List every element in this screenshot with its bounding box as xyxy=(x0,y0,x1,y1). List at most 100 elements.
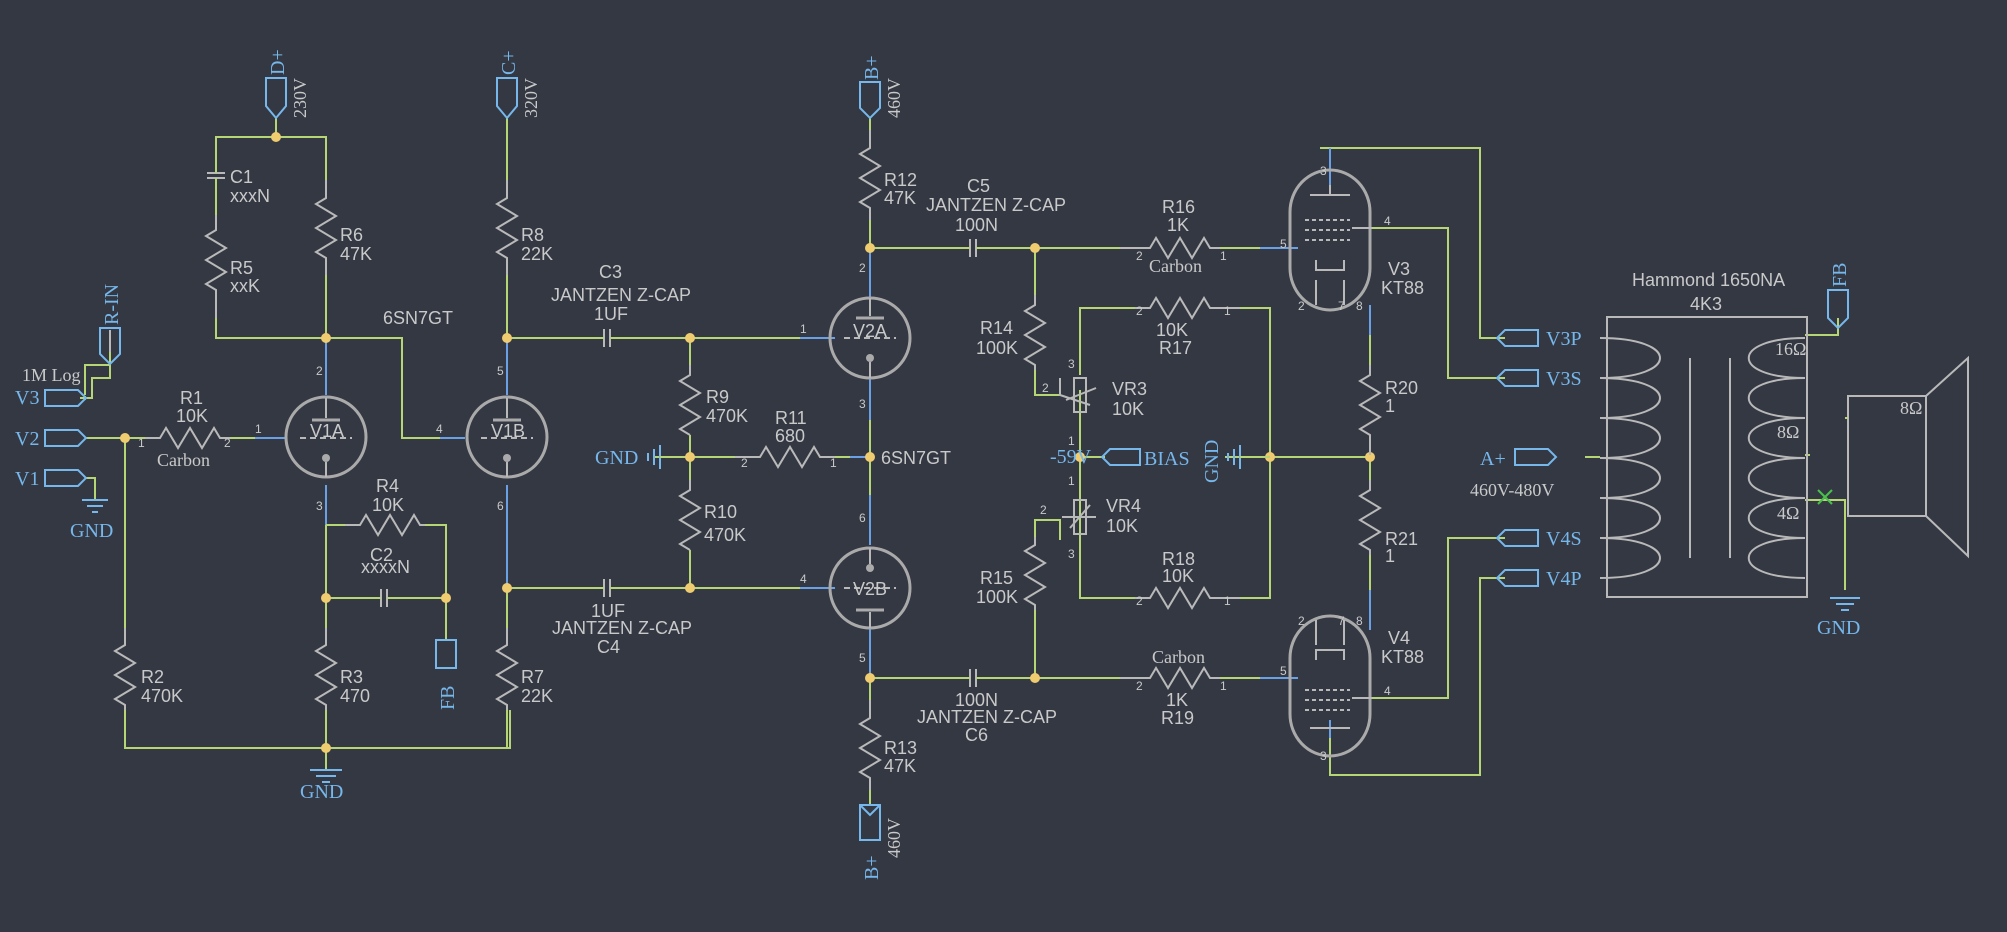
r19-ref: R19 xyxy=(1161,708,1194,728)
transformer-tap-8: 8Ω xyxy=(1777,422,1799,442)
r14-symbol xyxy=(1023,295,1047,370)
transformer-tap-4: 4Ω xyxy=(1777,503,1799,523)
r9-ref: R9 xyxy=(706,387,729,407)
v1b-ref: V1B xyxy=(491,421,525,441)
pin: 4 xyxy=(1384,684,1391,698)
r16-note: Carbon xyxy=(1149,256,1202,276)
r5-symbol xyxy=(204,215,228,318)
net-v3p: V3P xyxy=(1546,328,1582,350)
pin: 1 xyxy=(1068,474,1075,488)
pin: 2 xyxy=(1298,299,1305,313)
ground-symbols xyxy=(82,445,1860,783)
r12-ref: R12 xyxy=(884,170,917,190)
r8-value: 22K xyxy=(521,244,553,264)
r16-value: 1K xyxy=(1167,215,1189,235)
vr3-symbol xyxy=(1073,377,1087,413)
pin: 3 xyxy=(1068,547,1075,561)
pin: 6 xyxy=(497,499,504,513)
port-b-plus-bot xyxy=(859,804,881,817)
r6-symbol xyxy=(314,180,338,275)
pin: 2 xyxy=(1298,614,1305,628)
v2b-ref: V2B xyxy=(853,579,887,599)
r10-ref: R10 xyxy=(704,502,737,522)
junctions xyxy=(120,132,1375,753)
port-v3 xyxy=(44,389,88,407)
port-v4p xyxy=(1495,569,1539,587)
r3-value: 470 xyxy=(340,686,370,706)
tube-type-2: 6SN7GT xyxy=(881,448,951,468)
v4-type: KT88 xyxy=(1381,647,1424,667)
net-a-plus: A+ xyxy=(1480,448,1506,470)
pin: 8 xyxy=(1356,614,1363,628)
r5-ref: R5 xyxy=(230,258,253,278)
pin: 2 xyxy=(224,436,231,450)
vr3-ref: VR3 xyxy=(1112,379,1147,399)
r6-ref: R6 xyxy=(340,225,363,245)
port-v3s xyxy=(1495,369,1539,387)
r10-symbol xyxy=(678,480,702,551)
pin: 1 xyxy=(1224,594,1231,608)
r4-value: 10K xyxy=(372,495,404,515)
net-bias-v: -59V xyxy=(1050,446,1092,468)
r21-value: 1 xyxy=(1385,546,1395,566)
pin: 6 xyxy=(859,511,866,525)
r7-ref: R7 xyxy=(521,667,544,687)
r14-ref: R14 xyxy=(980,318,1013,338)
net-c-plus-v: 320V xyxy=(521,78,541,118)
port-bias xyxy=(1100,448,1141,466)
r11-symbol xyxy=(735,445,835,469)
c6-ref: C6 xyxy=(965,725,988,745)
port-fb-right xyxy=(1827,289,1849,330)
tube-type-1: 6SN7GT xyxy=(383,308,453,328)
net-b-plus-top-v: 460V xyxy=(884,78,904,118)
port-a-plus xyxy=(1514,448,1558,466)
r16-ref: R16 xyxy=(1162,197,1195,217)
vr4-ref: VR4 xyxy=(1106,496,1141,516)
port-v2 xyxy=(44,429,88,447)
v4-symbol xyxy=(1288,614,1372,758)
pin: 5 xyxy=(859,651,866,665)
pin: 7 xyxy=(1338,299,1345,313)
net-d-plus-v: 230V xyxy=(290,78,310,118)
port-v4s xyxy=(1495,529,1539,547)
r1-value: 10K xyxy=(176,406,208,426)
pin: 5 xyxy=(1280,664,1287,678)
pin: 1 xyxy=(1220,679,1227,693)
v3-ref: V3 xyxy=(1388,259,1410,279)
r2-value: 470K xyxy=(141,686,183,706)
r15-value: 100K xyxy=(976,587,1018,607)
net-v4p: V4P xyxy=(1546,568,1582,590)
net-bias: BIAS xyxy=(1144,448,1190,470)
v3-symbol xyxy=(1288,168,1372,312)
net-b-plus-bot-v: 460V xyxy=(884,818,904,858)
r17-symbol xyxy=(1135,296,1240,320)
speaker xyxy=(1817,355,1969,559)
vr3-value: 10K xyxy=(1112,399,1144,419)
port-r-in xyxy=(99,327,121,366)
power-tubes xyxy=(1288,168,1372,758)
c2-value: xxxxN xyxy=(361,557,410,577)
r6-value: 47K xyxy=(340,244,372,264)
pin: 2 xyxy=(1042,381,1049,395)
pin: 2 xyxy=(1136,249,1143,263)
r16-symbol xyxy=(1120,236,1220,260)
pin: 2 xyxy=(741,456,748,470)
pin: 4 xyxy=(800,572,807,586)
v4-ref: V4 xyxy=(1388,628,1410,648)
c3-type: JANTZEN Z-CAP xyxy=(551,285,691,305)
c4-symbol xyxy=(595,579,620,597)
c1-symbol xyxy=(207,165,225,185)
c4-type: JANTZEN Z-CAP xyxy=(552,618,692,638)
net-fb-right: FB xyxy=(1829,263,1851,287)
net-gnd-in: GND xyxy=(70,520,113,542)
r20-symbol xyxy=(1358,365,1382,455)
c5-value: 100N xyxy=(955,215,998,235)
c4-ref: C4 xyxy=(597,637,620,657)
pin: 1 xyxy=(1068,434,1075,448)
r18-symbol xyxy=(1135,586,1240,610)
r18-ref: R18 xyxy=(1162,549,1195,569)
c6-symbol xyxy=(960,669,985,687)
net-v3s: V3S xyxy=(1546,368,1582,390)
